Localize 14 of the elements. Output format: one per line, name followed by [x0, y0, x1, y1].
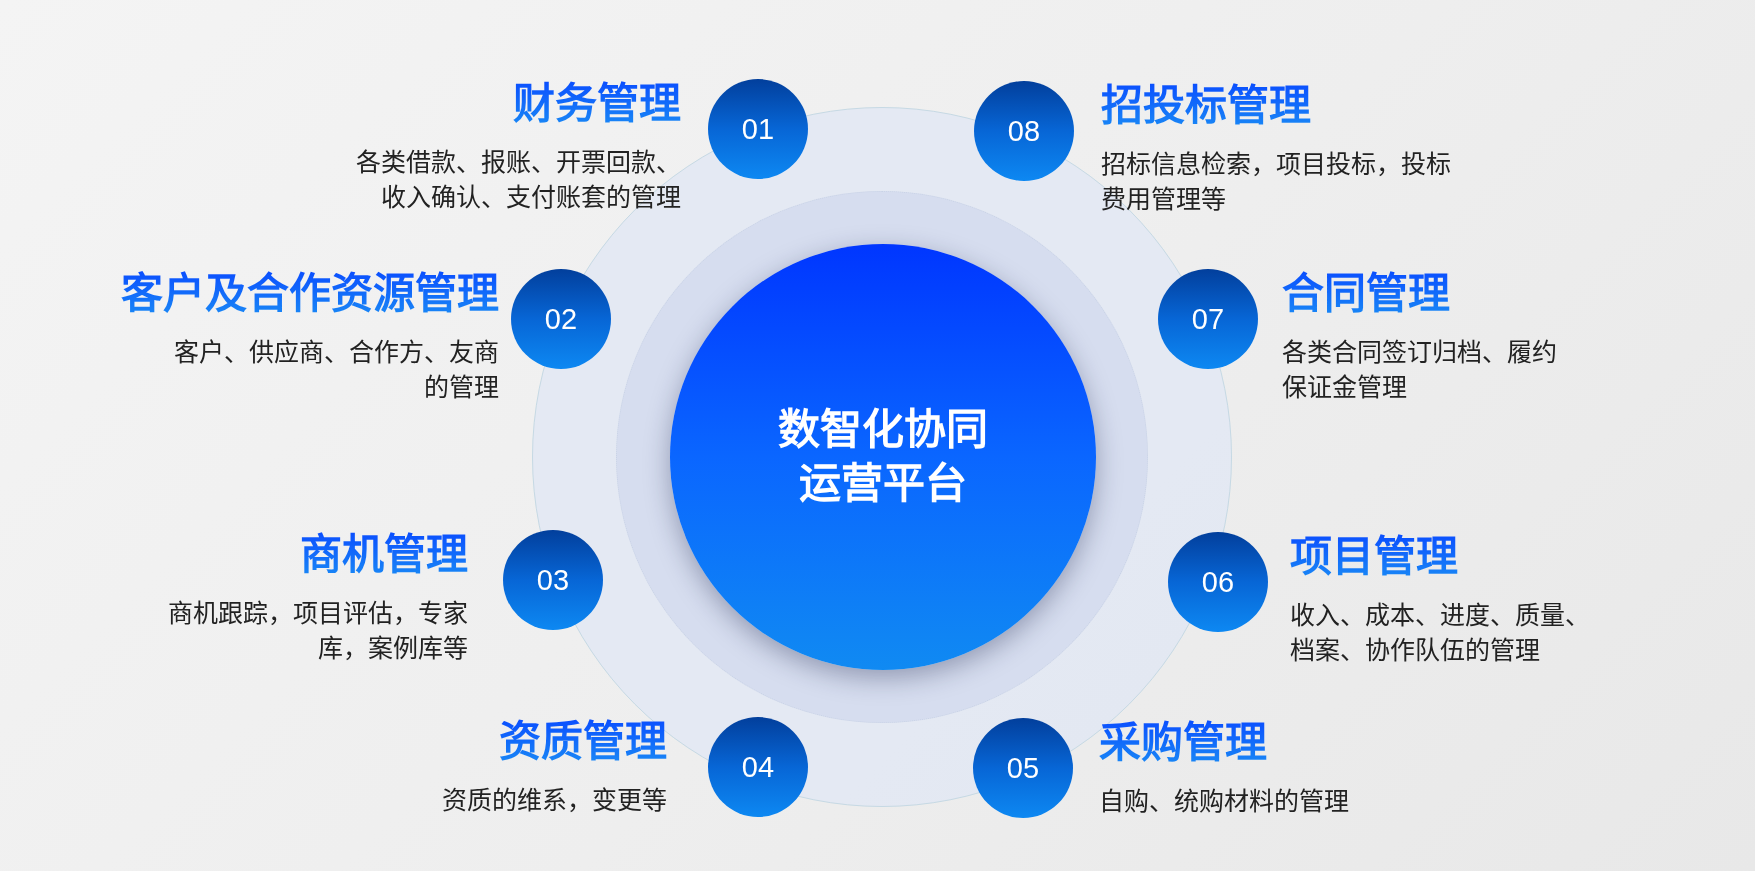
number-circle: 07: [1158, 269, 1258, 369]
number-circle: 08: [974, 81, 1074, 181]
item-description: 收入、成本、进度、质量、档案、协作队伍的管理: [1290, 600, 1591, 666]
number-circle: 01: [708, 79, 808, 179]
item-description: 招标信息检索，项目投标，投标费用管理等: [1101, 149, 1452, 215]
item-description: 各类合同签订归档、履约保证金管理: [1282, 337, 1558, 403]
item-description: 商机跟踪，项目评估，专家库，案例库等: [167, 598, 468, 664]
item-description: 各类借款、报账、开票回款、收入确认、支付账套的管理: [355, 147, 681, 213]
number-circle: 06: [1168, 532, 1268, 632]
number-circle: 02: [511, 269, 611, 369]
item-description: 客户、供应商、合作方、友商的管理: [173, 337, 499, 403]
number-circle: 03: [503, 530, 603, 630]
item-description: 资质的维系，变更等: [442, 785, 667, 816]
item-description: 自购、统购材料的管理: [1099, 786, 1349, 817]
